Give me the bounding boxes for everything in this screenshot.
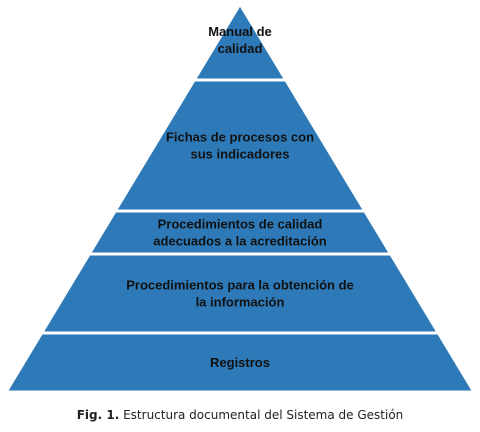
tier-registros-label-line-1: Registros: [210, 355, 270, 370]
tier-manual-de-calidad-label-line-2: calidad: [218, 41, 263, 56]
tier-procedimientos-obtencion-label-line-2: la información: [196, 295, 285, 310]
tier-registros-band: [3, 331, 477, 394]
tier-fichas-de-procesos-label-line-1: Fichas de procesos con: [166, 130, 314, 145]
tier-procedimientos-de-calidad-label-line-2: adecuados a la acreditación: [153, 234, 326, 249]
tier-fichas-de-procesos-label-line-2: sus indicadores: [191, 147, 290, 162]
caption-text: Estructura documental del Sistema de Ges…: [119, 408, 404, 422]
tier-fichas-de-procesos-band: [112, 78, 368, 213]
tier-procedimientos-de-calidad-label-line-1: Procedimientos de calidad: [158, 217, 323, 232]
tier-procedimientos-obtencion-label-line-1: Procedimientos para la obtención de: [126, 278, 354, 293]
figure-caption: Fig. 1. Estructura documental del Sistem…: [0, 408, 480, 422]
tier-manual-de-calidad-label-line-1: Manual de: [208, 24, 272, 39]
tier-procedimientos-obtencion-band: [38, 252, 442, 335]
caption-label: Fig. 1.: [76, 408, 120, 422]
